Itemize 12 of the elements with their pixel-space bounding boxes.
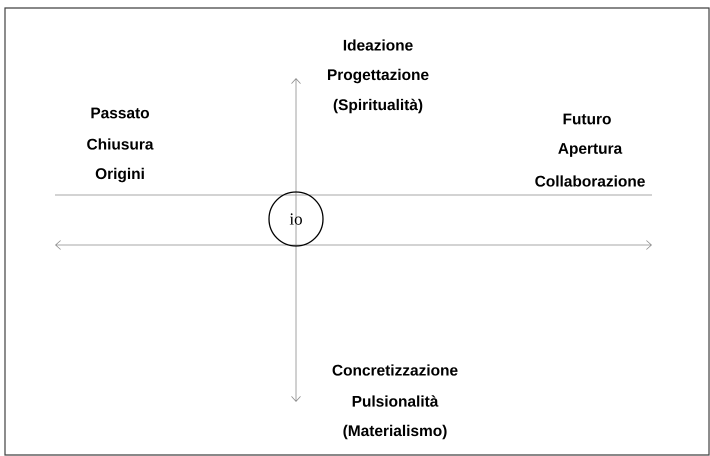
axis-label: Futuro [564, 114, 611, 124]
axis-label: Apertura [558, 143, 622, 157]
axis-label: Passato [91, 108, 149, 118]
axis-label: (Materialismo) [343, 424, 447, 440]
axis-label: Pulsionalità [352, 395, 438, 407]
axis-label: Ideazione [344, 39, 413, 51]
axis-label: Chiusura [87, 138, 154, 150]
axis-label: Concretizzazione [332, 364, 458, 376]
axis-label: Origini [96, 168, 144, 182]
axis-label: Progettazione [328, 68, 429, 84]
axis-label: Collaborazione [535, 175, 645, 187]
axis-label: (Spiritualità) [334, 98, 422, 114]
